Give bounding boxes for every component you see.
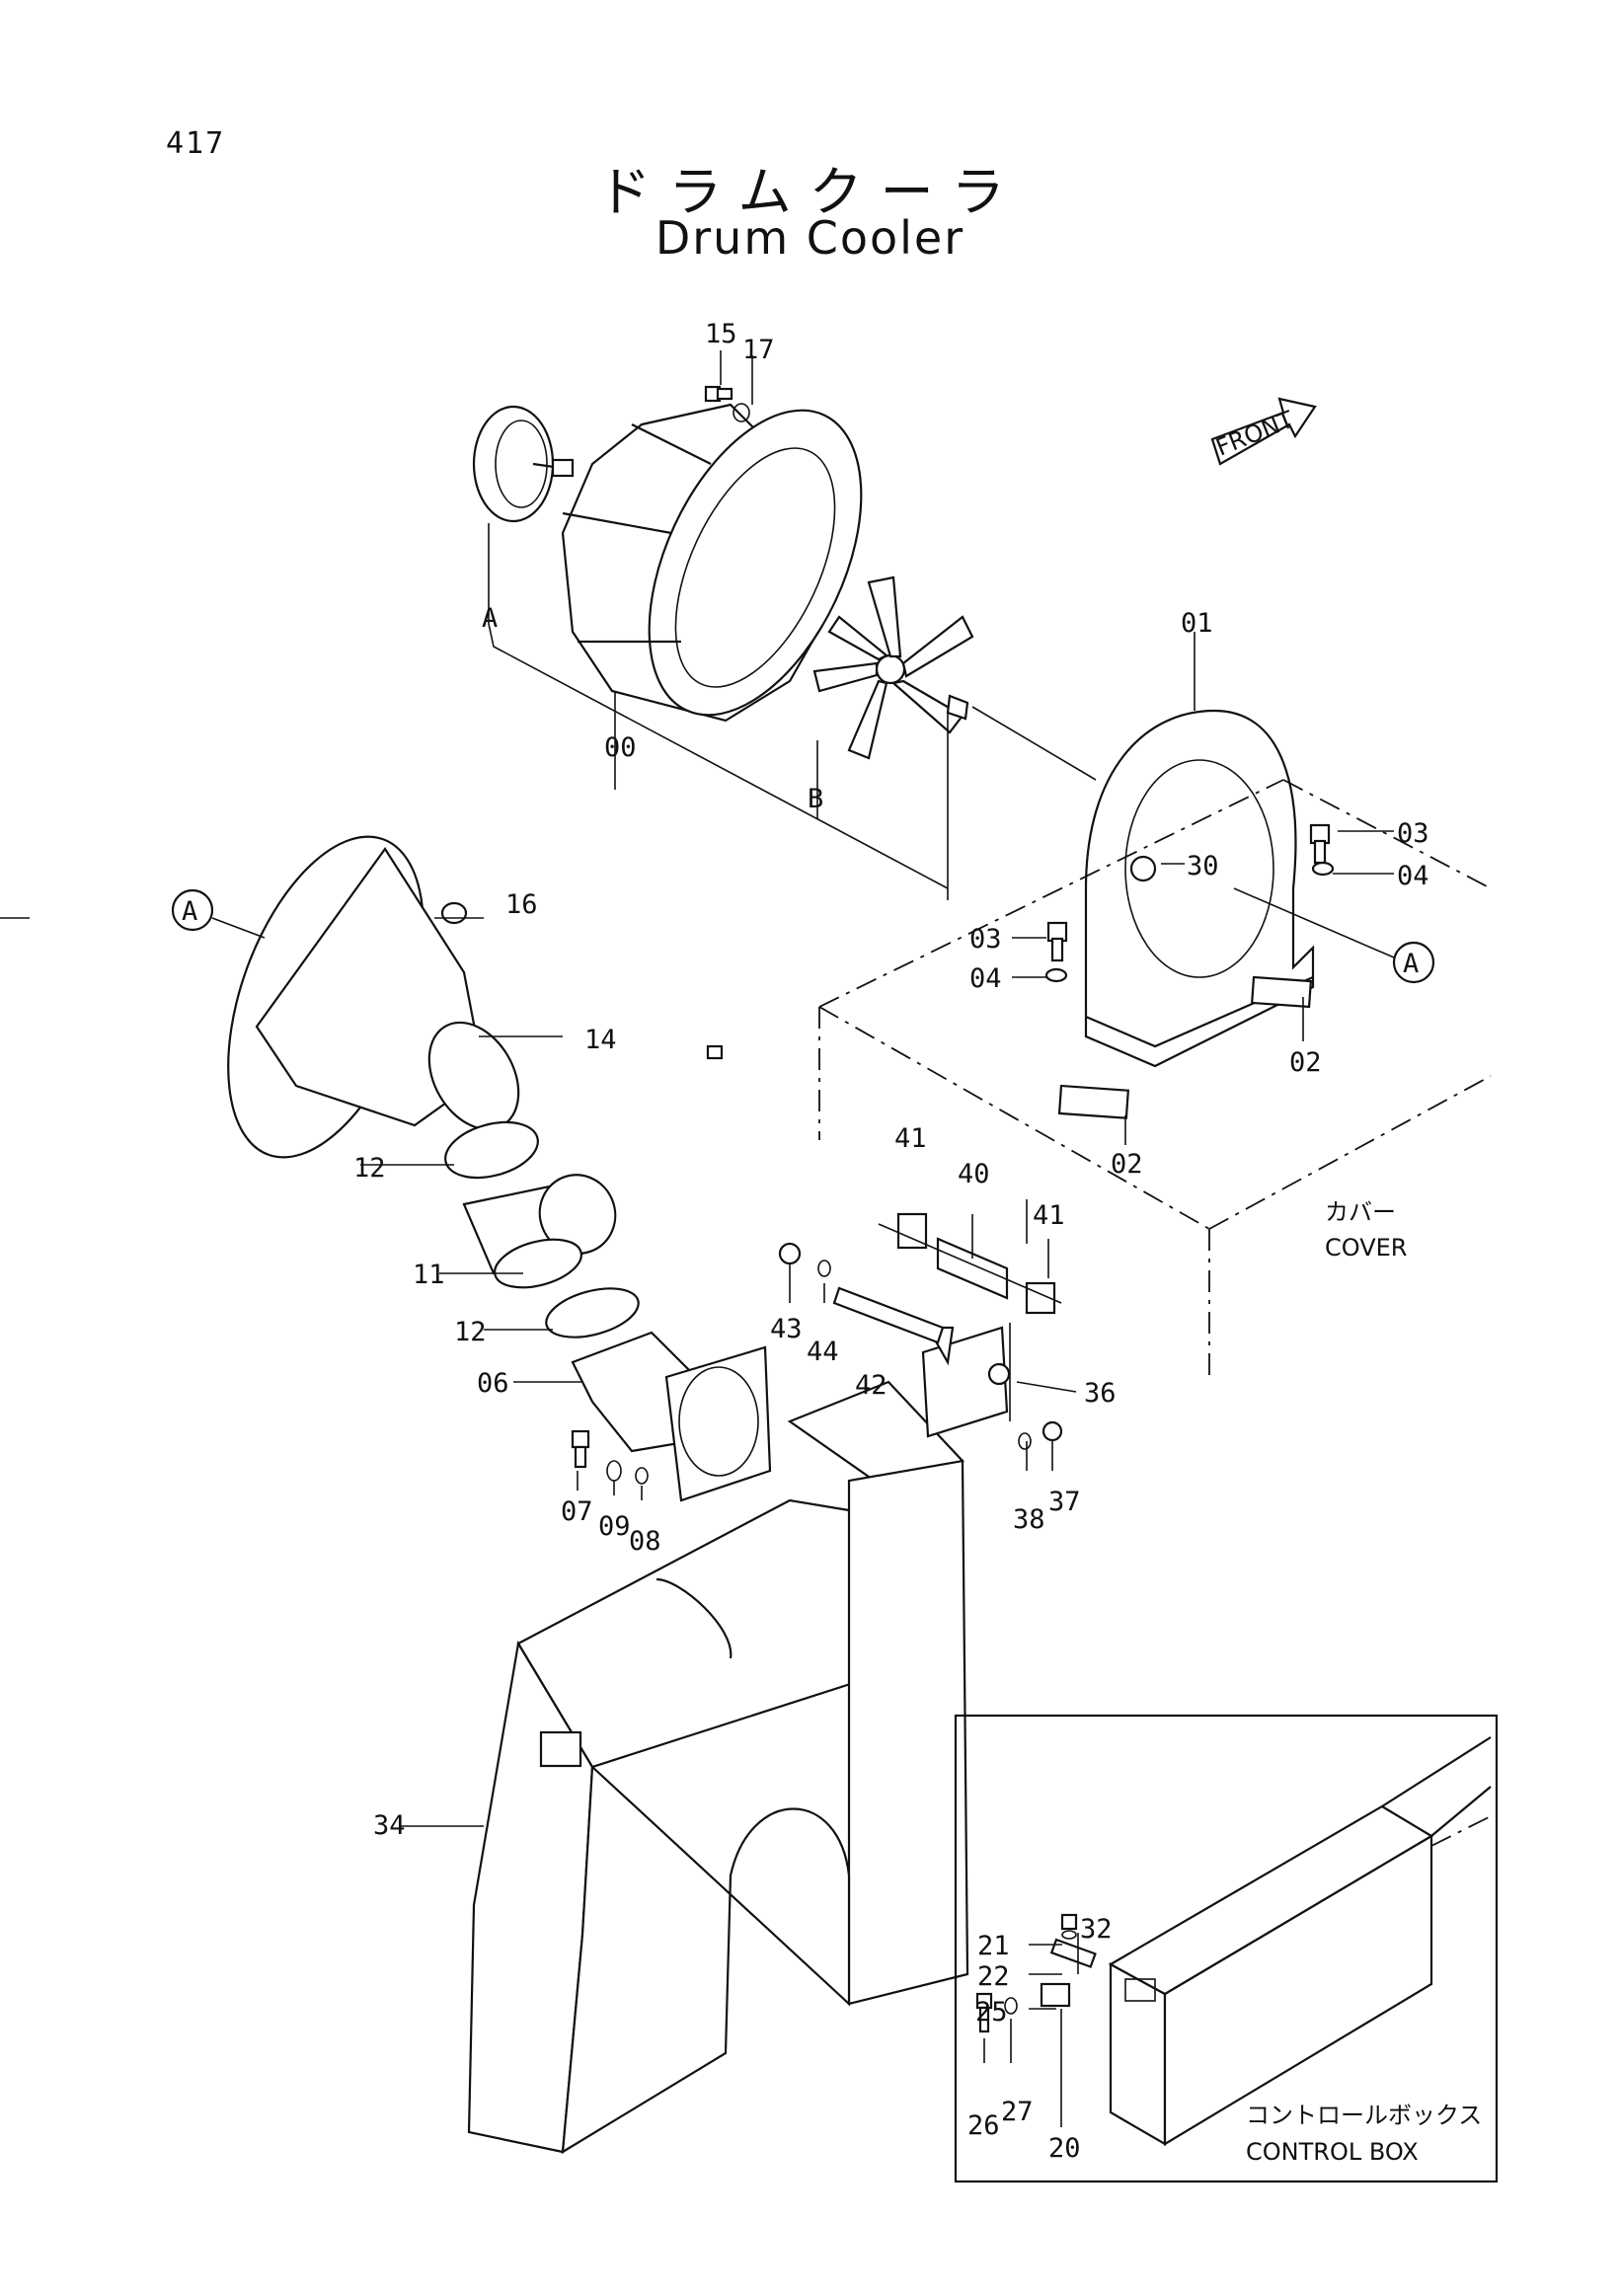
callout-07: 07	[561, 1496, 593, 1527]
callout-22: 22	[977, 1961, 1010, 1992]
callout-A: A	[482, 603, 498, 634]
callout-34: 34	[373, 1810, 406, 1841]
callout-26: 26	[967, 2110, 1000, 2141]
reference-circle-right: A	[1233, 887, 1435, 984]
callout-16: 16	[505, 889, 538, 920]
callout-03-right: 03	[1397, 818, 1429, 849]
callout-00: 00	[604, 732, 637, 763]
callout-25: 25	[975, 1997, 1008, 2028]
callout-43: 43	[770, 1314, 803, 1344]
callout-03-left: 03	[969, 924, 1002, 955]
callout-11: 11	[413, 1260, 445, 1290]
pin-group-40-41-42	[832, 1212, 1062, 1344]
callout-04-left: 04	[969, 963, 1002, 994]
page-number: 417	[166, 126, 226, 161]
air-cone-14	[227, 835, 520, 1159]
callout-40: 40	[958, 1159, 990, 1189]
callout-B: B	[808, 784, 823, 814]
cover-label-jp: カバー	[1325, 1198, 1396, 1226]
block-02-left	[1057, 1084, 1130, 1119]
callout-12-upper: 12	[353, 1153, 386, 1184]
fan-blade	[812, 575, 974, 760]
callout-14: 14	[584, 1025, 617, 1055]
motor-pulley	[472, 405, 575, 523]
callout-42: 42	[855, 1370, 887, 1401]
callout-leaders	[0, 350, 1394, 1827]
callout-38: 38	[1013, 1504, 1045, 1535]
bracket-36	[921, 1326, 1011, 1438]
control-box-label-jp: コントロールボックス	[1246, 2102, 1482, 2129]
callout-04-right: 04	[1397, 861, 1429, 891]
front-arrow-icon: FRONT	[1210, 397, 1317, 466]
small-fasteners	[571, 385, 1063, 1485]
block-02-right	[1251, 975, 1313, 1009]
callout-01: 01	[1181, 608, 1213, 639]
callout-44: 44	[807, 1337, 839, 1367]
duct-34	[467, 1380, 969, 2155]
callout-37: 37	[1048, 1487, 1081, 1517]
hose-clamp-12-upper	[444, 1120, 539, 1180]
callout-32: 32	[1080, 1914, 1113, 1945]
fan-bracket	[1084, 709, 1315, 1068]
callout-41-left: 41	[894, 1123, 927, 1154]
callout-20: 20	[1048, 2133, 1081, 2164]
elbow-duct-06	[571, 1331, 772, 1502]
control-box-inset	[954, 1714, 1499, 2183]
callout-21: 21	[977, 1931, 1010, 1961]
callout-02-right: 02	[1289, 1047, 1322, 1078]
reference-circle-left: A	[171, 888, 266, 939]
callout-02-left: 02	[1111, 1149, 1143, 1180]
cover-label-en: COVER	[1325, 1234, 1407, 1262]
svg-text:A: A	[182, 896, 197, 927]
callout-06: 06	[477, 1368, 509, 1399]
callout-09: 09	[598, 1511, 631, 1542]
callout-numbers: 15 17 A 00 B 01 03 04 30 03 04 02 02 16 …	[353, 319, 1429, 2164]
svg-text:A: A	[1403, 949, 1419, 979]
drum-housing	[561, 403, 863, 723]
callout-27: 27	[1001, 2097, 1034, 2127]
control-box-label-en: CONTROL BOX	[1246, 2138, 1419, 2166]
callout-15: 15	[705, 319, 737, 349]
title-japanese: ドラムクーラ	[597, 161, 1023, 223]
callout-17: 17	[742, 335, 775, 365]
callout-12-lower: 12	[454, 1317, 487, 1347]
bolts-03-04	[1044, 823, 1335, 983]
hose-clamp-12-lower	[545, 1287, 640, 1339]
callout-30: 30	[1187, 851, 1219, 881]
callout-36: 36	[1084, 1378, 1117, 1409]
front-label: FRONT	[1212, 406, 1298, 462]
hose-11	[462, 1174, 617, 1289]
callout-08: 08	[629, 1526, 661, 1557]
callout-41-right: 41	[1033, 1200, 1065, 1231]
inset-leaders	[983, 1933, 1079, 2127]
title-english: Drum Cooler	[655, 211, 965, 265]
